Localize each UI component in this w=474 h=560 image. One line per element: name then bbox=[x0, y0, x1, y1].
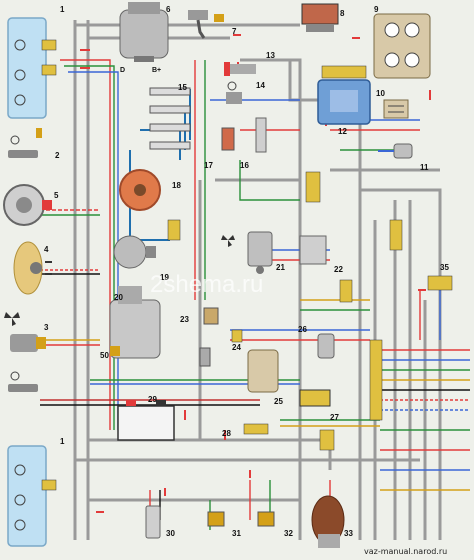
sensor-27 bbox=[299, 389, 331, 407]
label-17: 17 bbox=[204, 161, 213, 170]
washer-pump-2 bbox=[317, 333, 335, 359]
label-13: 13 bbox=[266, 51, 275, 60]
battery bbox=[117, 400, 175, 441]
label-31: 31 bbox=[232, 529, 241, 538]
switch-bottom-left bbox=[10, 334, 46, 352]
fuse-relay bbox=[383, 99, 409, 119]
lamp-bottom-left bbox=[8, 371, 38, 392]
label-15: 15 bbox=[178, 83, 187, 92]
label-1-top: 1 bbox=[60, 5, 65, 14]
connector-28 bbox=[243, 423, 269, 435]
label-9: 9 bbox=[374, 5, 379, 14]
label-18: 18 bbox=[172, 181, 181, 190]
headlamp-left-top bbox=[7, 17, 57, 119]
sensor-24 bbox=[199, 347, 211, 367]
spark-plugs bbox=[149, 87, 191, 150]
light-switch bbox=[373, 13, 431, 79]
site-credit: vaz-manual.narod.ru bbox=[364, 547, 447, 556]
label-8: 8 bbox=[340, 9, 345, 18]
starter bbox=[109, 286, 161, 359]
label-14: 14 bbox=[256, 81, 265, 90]
label-27: 27 bbox=[330, 413, 339, 422]
label-7: 7 bbox=[232, 27, 237, 36]
connector-top bbox=[301, 3, 339, 32]
label-35: 35 bbox=[440, 263, 449, 272]
sensor-50 bbox=[110, 346, 120, 356]
sensor-16 bbox=[255, 117, 267, 153]
label-1-bottom: 1 bbox=[60, 437, 65, 446]
label-29: 29 bbox=[148, 395, 157, 404]
distributor bbox=[119, 169, 161, 211]
terminal-b-plus-label: B+ bbox=[152, 67, 161, 74]
label-50: 50 bbox=[100, 351, 109, 360]
label-28: 28 bbox=[222, 429, 231, 438]
label-32: 32 bbox=[284, 529, 293, 538]
connector-blocks bbox=[167, 171, 403, 451]
label-20: 20 bbox=[114, 293, 123, 302]
connector-35 bbox=[427, 275, 453, 291]
indicator-lamp bbox=[378, 143, 413, 159]
label-10: 10 bbox=[376, 89, 385, 98]
label-23: 23 bbox=[180, 315, 189, 324]
label-33: 33 bbox=[344, 529, 353, 538]
ignition-coil bbox=[113, 235, 156, 269]
solenoid-valve bbox=[247, 231, 273, 274]
sensor-13 bbox=[224, 62, 256, 76]
terminal-d-label: D bbox=[120, 67, 125, 74]
label-2: 2 bbox=[55, 151, 60, 160]
relay-22 bbox=[299, 235, 327, 265]
watermark: 2shema.ru bbox=[150, 271, 263, 298]
sensor-31 bbox=[207, 511, 225, 527]
sensor-30 bbox=[145, 505, 161, 539]
label-24: 24 bbox=[232, 343, 241, 352]
fan-icon bbox=[4, 312, 20, 326]
label-5: 5 bbox=[54, 191, 59, 200]
label-16: 16 bbox=[240, 161, 249, 170]
label-21: 21 bbox=[276, 263, 285, 272]
oil-sensor-top bbox=[188, 10, 224, 39]
sensor-32 bbox=[257, 511, 275, 527]
sensor-23 bbox=[203, 307, 219, 325]
sensor-14 bbox=[226, 81, 242, 104]
component-labels: 1 2 3 4 5 6 7 8 9 10 11 12 13 14 15 16 1… bbox=[44, 5, 449, 538]
label-6: 6 bbox=[166, 5, 171, 14]
label-30: 30 bbox=[166, 529, 175, 538]
label-22: 22 bbox=[334, 265, 343, 274]
fuse-block bbox=[317, 65, 371, 125]
label-26: 26 bbox=[298, 325, 307, 334]
label-4: 4 bbox=[44, 245, 49, 254]
generator bbox=[119, 2, 169, 62]
washer-pump bbox=[247, 349, 279, 393]
fan-icon-small bbox=[221, 235, 235, 247]
label-12: 12 bbox=[338, 127, 347, 136]
label-25: 25 bbox=[274, 397, 283, 406]
label-19: 19 bbox=[160, 273, 169, 282]
cooling-fan bbox=[13, 241, 52, 295]
headlamp-left-bottom bbox=[7, 445, 57, 547]
label-11: 11 bbox=[420, 163, 429, 172]
side-marker-left bbox=[8, 128, 42, 158]
wiper-motor bbox=[311, 495, 345, 548]
sensor-17 bbox=[221, 127, 235, 151]
horn bbox=[3, 184, 52, 226]
label-3: 3 bbox=[44, 323, 49, 332]
